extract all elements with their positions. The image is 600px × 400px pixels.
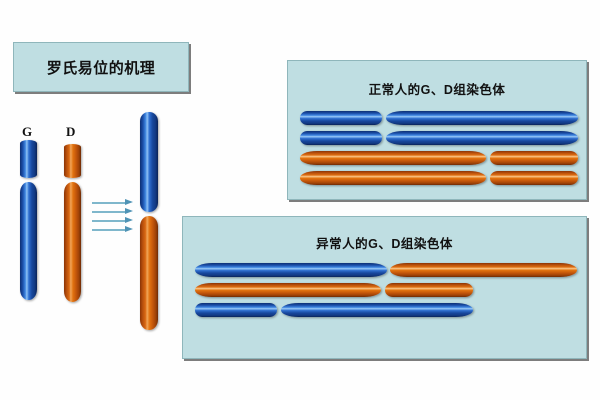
- abnormal-panel-title: 异常人的G、D组染色体: [316, 237, 453, 251]
- chromosome-d-short-arm: [64, 144, 81, 178]
- table-row: [300, 171, 578, 185]
- chromosome-long-arm: [386, 111, 578, 125]
- normal-chromosomes-panel: 正常人的G、D组染色体: [287, 60, 587, 200]
- title-box: 罗氏易位的机理: [13, 42, 189, 92]
- fused-orange-segment: [390, 263, 577, 277]
- table-row: [195, 283, 473, 297]
- chromosome-short-arm: [195, 303, 277, 317]
- chromosome-short-arm: [490, 171, 578, 185]
- arrow-head: [125, 199, 133, 205]
- arrow-head: [125, 208, 133, 214]
- fused-blue-segment: [195, 263, 387, 277]
- chromosome-g: [20, 140, 37, 300]
- chromosome-g-short-arm: [20, 140, 37, 178]
- normal-panel-title: 正常人的G、D组染色体: [368, 83, 506, 97]
- fused-chromosome-blue-arm: [140, 112, 158, 212]
- fused-chromosome: [140, 112, 158, 330]
- table-row: [195, 263, 577, 277]
- chromosome-label-g: G: [22, 124, 33, 139]
- fused-chromosome-orange-arm: [140, 216, 158, 330]
- arrow-line: [92, 202, 126, 204]
- table-row: [300, 131, 578, 145]
- abnormal-chromosomes-panel: 异常人的G、D组染色体: [182, 216, 587, 359]
- arrow-line: [92, 220, 126, 222]
- arrow-head: [125, 217, 133, 223]
- table-row: [195, 303, 473, 317]
- chromosome-long-arm: [386, 131, 578, 145]
- chromosome-short-arm: [300, 111, 382, 125]
- chromosome-d: [64, 144, 81, 302]
- chromosome-long-arm: [281, 303, 473, 317]
- arrow-line: [92, 229, 126, 231]
- table-row: [300, 111, 578, 125]
- chromosome-label-d: D: [66, 124, 76, 139]
- arrow-head: [125, 226, 133, 232]
- translocation-arrow-icon: [92, 199, 136, 237]
- chromosome-short-arm: [490, 151, 578, 165]
- chromosome-short-arm: [385, 283, 473, 297]
- table-row: [300, 151, 578, 165]
- chromosome-d-long-arm: [64, 182, 81, 302]
- chromosome-long-arm: [300, 151, 486, 165]
- chromosome-short-arm: [300, 131, 382, 145]
- chromosome-long-arm: [300, 171, 486, 185]
- chromosome-long-arm: [195, 283, 381, 297]
- chromosome-g-long-arm: [20, 182, 37, 300]
- title-box-label: 罗氏易位的机理: [46, 60, 156, 77]
- arrow-line: [92, 211, 126, 213]
